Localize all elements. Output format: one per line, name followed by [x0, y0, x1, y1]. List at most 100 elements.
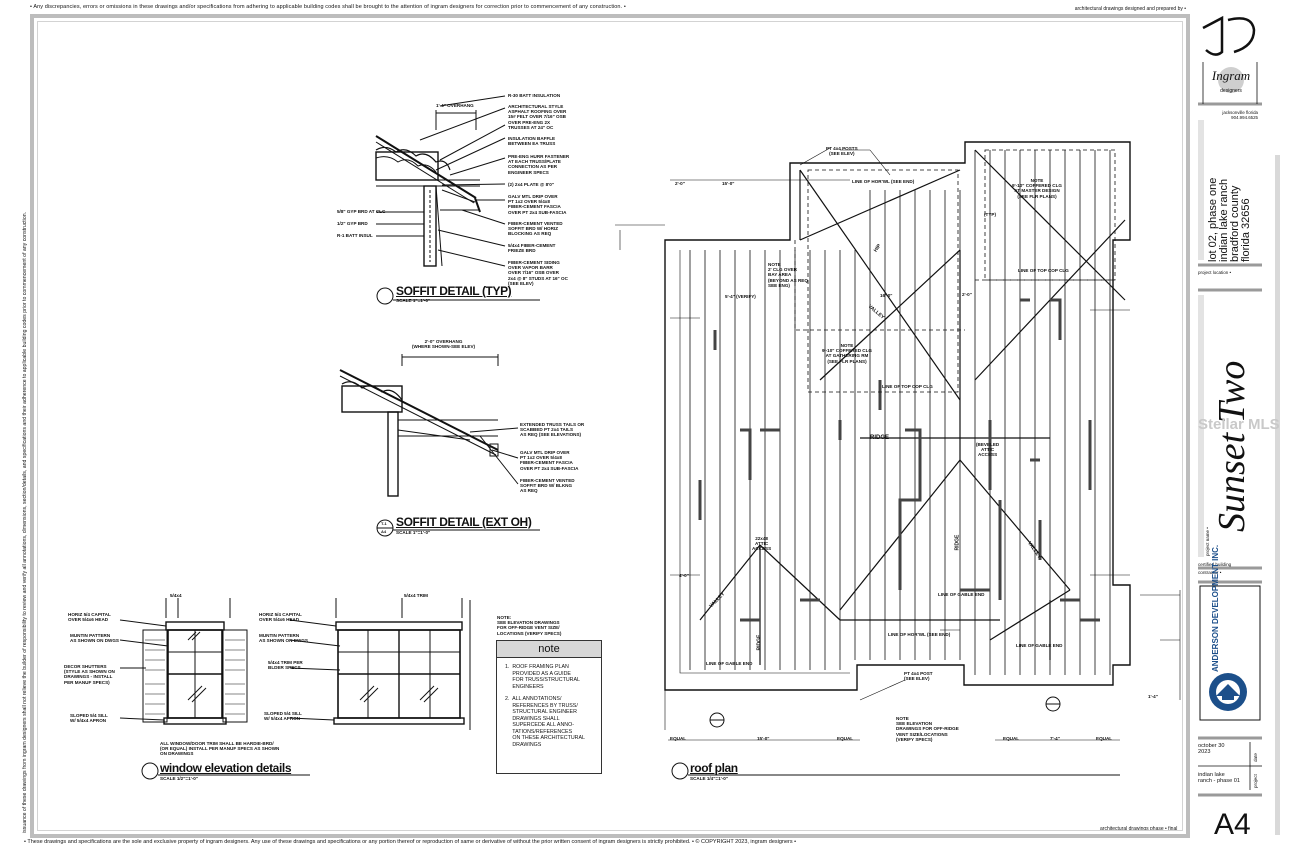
soffit-ext-label-2: GALV MTL DRIP OVER PT 1x2 OVER 5/4x8 FIB… [520, 450, 579, 471]
roof-line-gable-right: LINE OF GABLE END [1016, 643, 1063, 648]
roof-post-bottom: PT 4x4 POST (SEE ELEV) [904, 671, 933, 682]
roof-line-hor-mid: LINE OF HOR'WL (SEE END) [888, 632, 951, 637]
note-box-item-2: 2. ALL ANNOTATIONS/ REFERENCES BY TRUSS/… [505, 696, 585, 748]
window-mid-label-3: 5/4x4 TRIM PER BLDER SPECS [268, 660, 303, 671]
soffit-ext-scale: SCALE 1"=1'-0" [396, 530, 431, 535]
window-title: window elevation details [160, 761, 292, 775]
soffit-typ-label-9: FIBER-CEMENT SIDING OVER VAPOR BARR OVER… [508, 260, 568, 286]
roof-ridge-vertical-2: RIDGE [756, 634, 763, 651]
soffit-typ-label-6: GALV MTL DRIP OVER PT 1x2 OVER 5/4x8 FIB… [508, 194, 567, 215]
top-disclaimer: • Any discrepancies, errors or omissions… [30, 4, 626, 10]
soffit-ext-label-3: FIBER-CEMENT VENTED SOFFIT BRD W/ BLKNG … [520, 478, 575, 494]
roof-equal-2: EQUAL [837, 736, 854, 741]
title-block-lines [1198, 102, 1262, 797]
contractor-company: ANDERSON DEVELOPMENT INC. [1211, 544, 1220, 672]
soffit-typ-label-7: FIBER-CEMENT VENTED SOFFIT BRD W/ HORIZ … [508, 221, 563, 237]
soffit-ext-title: SOFFIT DETAIL (EXT OH) [396, 515, 532, 529]
roof-ridge-vertical: RIDGE [954, 534, 961, 551]
soffit-typ-scale: SCALE 1"=1'-0" [396, 298, 431, 303]
sheet-project-label: project [1253, 774, 1258, 788]
soffit-ext-tag-bottom: A4 [381, 529, 387, 534]
project-name: Sunset Two [1211, 360, 1253, 532]
roof-dim-5: 4'-0" [679, 573, 689, 578]
ingram-logo-mark [1202, 15, 1256, 56]
soffit-typ-overhang: 1'-4" OVERHANG [436, 103, 474, 108]
soffit-typ-drawing [375, 95, 506, 267]
window-mid-label-1: HORIZ 5/4 CAPITAL OVER 5/4x6 HEAD [259, 612, 302, 623]
soffit-typ-label-1: R-30 BATT INSULATION [508, 93, 561, 98]
soffit-ext-tag-top: T-1 [381, 521, 387, 526]
project-address: lot 02, phase one indian lake ranch brad… [1207, 178, 1252, 262]
roof-dim-3: 16'-0" [880, 293, 893, 298]
roof-dim-9: (TYP) [984, 212, 996, 217]
roof-posts-top: PT 4x4 POSTS (SEE ELEV) [826, 146, 858, 157]
roof-line-top-clg: LINE OF TOP COP CLG [882, 384, 933, 389]
soffit-typ-left-3: R-1 BATT INSUL [337, 233, 373, 238]
roof-equal-1: EQUAL [670, 736, 687, 741]
roof-dim-6: 1'-4" [1148, 694, 1158, 699]
soffit-typ-label-4: PRE-ENG HURR FASTENER AT EACH TRUSS/PLAT… [508, 154, 570, 175]
top-credit: architectural drawings designed and prep… [1074, 6, 1186, 12]
soffit-typ-label-8: 5/4x4 FIBER-CEMENT FRIEZE BRD [508, 243, 556, 254]
roof-dim-10: 15'-0" [757, 736, 770, 741]
roof-plan-title: roof plan [690, 761, 738, 775]
note-box-item-1: 1. ROOF FRAMING PLAN PROVIDED AS A GUIDE… [505, 664, 580, 690]
roof-equal-3: EQUAL [1003, 736, 1020, 741]
roof-line-gable-bottom: LINE OF GABLE END [706, 661, 753, 666]
sheet-project: indian lake ranch - phase 01 [1198, 772, 1240, 784]
sheet-date: october 30 2023 [1198, 743, 1225, 755]
window-bottom-note: ALL WINDOW/DOOR TRIM SHALL BE HARDIE-BRD… [160, 741, 280, 757]
window-trim-left: 5/4x4 [170, 593, 182, 598]
brand-subtitle: designers [1220, 88, 1242, 94]
roof-ridge-label: RIDGE [870, 435, 890, 441]
window-mid-label-2: MUNTIN PATTERN AS SHOWN ON DWGS [259, 633, 308, 644]
soffit-typ-left-1: 5/8" GYP BRD AT CLG [337, 209, 386, 214]
sheet-number: A4 [1214, 808, 1251, 841]
roof-dim-2: 15'-0" [722, 181, 735, 186]
note-box: note 1. ROOF FRAMING PLAN PROVIDED AS A … [496, 640, 602, 774]
roof-dim-8: 5'-4" (VERIFY) [725, 294, 756, 299]
roof-line-hor-top: LINE OF HOR'WL (SEE END) [852, 179, 915, 184]
window-left-label-3: DECOR SHUTTERS (STYLE AS SHOWN ON DRAWIN… [64, 664, 115, 685]
soffit-typ-label-3: INSULATION BAFFLE BETWEEN EA TRUSS [508, 136, 556, 147]
roof-attic-access-2: (BEVELED ATTIC ACCESS [976, 442, 1000, 458]
brand-city-line-2: 904.994.6525 [1231, 115, 1258, 121]
roof-line-gable-mid: LINE OF GABLE END [938, 592, 985, 597]
bottom-copyright: • These drawings and specifications are … [24, 839, 797, 845]
window-elevations [119, 598, 471, 730]
project-address-line-4: florida 32656 [1240, 198, 1252, 262]
phase-note: architectural drawings phase • final [1100, 826, 1178, 832]
watermark: Stellar MLS [1198, 416, 1280, 433]
roof-coffered-center: NOTE 9'-10" COFFERED CLG AT GATHERING RM… [822, 343, 872, 364]
window-mid-label-4: SLOPED 5/4 SILL W/ 5/4x4 APRON [264, 711, 302, 722]
roof-coffered-right: NOTE 9'-10" COFFERED CLG AT MASTER DESIG… [1012, 178, 1062, 199]
window-trim-right: 5/4x4 TRIM [404, 593, 428, 598]
soffit-typ-label-5: (2) 2x4 PLATE @ 8'0" [508, 182, 554, 187]
window-left-label-2: MUNTIN PATTERN AS SHOWN ON DWGS [70, 633, 119, 644]
roof-equal-4: EQUAL [1096, 736, 1113, 741]
inner-frame [37, 21, 1183, 831]
anderson-logo [1199, 585, 1261, 721]
roof-vent-note: NOTE SEE ELEVATION DRAWINGS FOR OFF-RIDG… [896, 716, 959, 742]
roof-attic-access: 22x48 ATTIC ACCESS [752, 536, 772, 552]
project-location-label: project location • [1198, 270, 1232, 275]
contractor-label-2: contractor • [1198, 570, 1222, 575]
roof-dim-4: 7'-4" [1050, 736, 1060, 741]
soffit-ext-overhang: 2'-0" OVERHANG (WHERE SHOWN-SEE ELEV) [412, 339, 476, 350]
brand-city-line-1: jacksonville florida [1222, 110, 1258, 115]
note-box-heading: note [497, 641, 601, 658]
contractor-label-1: certified building [1198, 562, 1232, 567]
soffit-typ-label-2: ARCHITECTURAL STYLE ASPHALT ROOFING OVER… [508, 104, 567, 130]
window-scale: SCALE 1/2"=1'-0" [160, 776, 199, 781]
vent-note: NOTE: SEE ELEVATION DRAWINGS FOR OFF-RID… [497, 615, 562, 636]
roof-line-top-clg-2: LINE OF TOP COP CLG [1018, 268, 1069, 273]
ingram-logo-circle [1218, 67, 1244, 93]
window-left-label-4: SLOPED 5/4 SILL W/ 5/4x4 APRON [70, 713, 108, 724]
soffit-ext-label-1: EXTENDED TRUSS TAILS OR SCABBED PT 2x4 T… [520, 422, 585, 438]
roof-dim-1: 2'-0" [675, 181, 685, 186]
sheet-frame [30, 14, 1190, 838]
window-left-label-1: HORIZ 5/4 CAPITAL OVER 5/4x6 HEAD [68, 612, 111, 623]
soffit-typ-title: SOFFIT DETAIL (TYP) [396, 284, 512, 298]
